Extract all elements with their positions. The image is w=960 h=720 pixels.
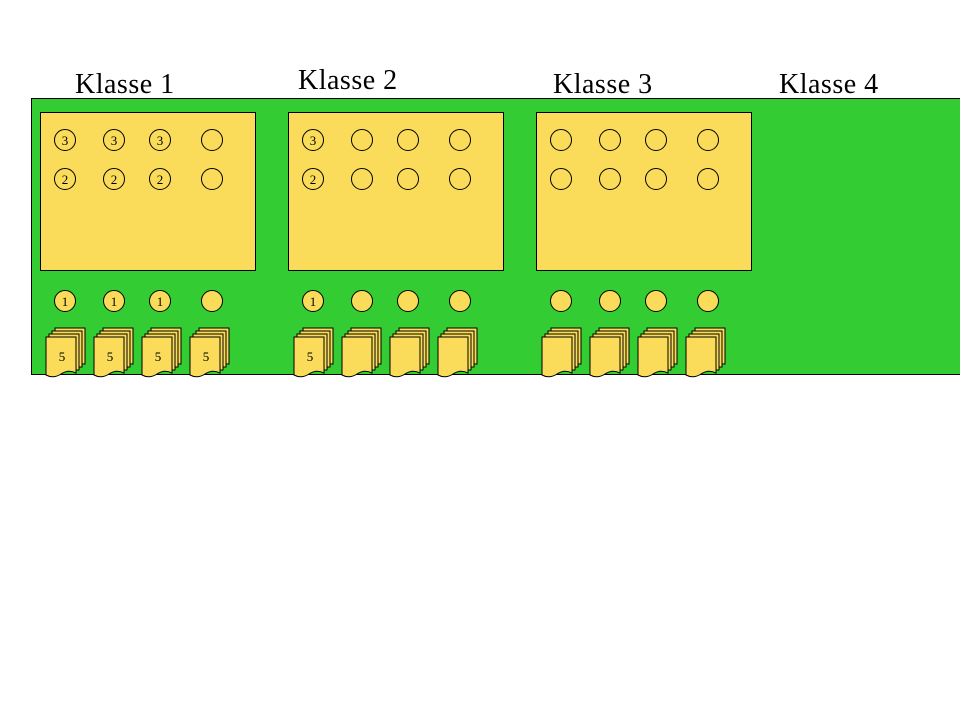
panel-circle [697, 129, 719, 151]
card-stack-icon [141, 327, 182, 378]
token-circle [645, 290, 667, 312]
panel-circle [397, 129, 419, 151]
token-circle: 1 [302, 290, 324, 312]
token-circle: 1 [54, 290, 76, 312]
card-stack [437, 327, 478, 378]
card-stack [637, 327, 678, 378]
panel-circle [449, 168, 471, 190]
front-card [541, 336, 573, 378]
column-title-1: Klasse 1 [75, 69, 175, 100]
card-stack-icon [93, 327, 134, 378]
panel-circle [645, 168, 667, 190]
card-stack-icon [437, 327, 478, 378]
panel-circle: 3 [149, 129, 171, 151]
token-circle [449, 290, 471, 312]
panel-circle [599, 129, 621, 151]
panel-circle [599, 168, 621, 190]
token-circle: 1 [103, 290, 125, 312]
card-stack [389, 327, 430, 378]
panel-circle [201, 129, 223, 151]
panel-circle [201, 168, 223, 190]
front-card [45, 336, 77, 378]
card-stack [341, 327, 382, 378]
panel-circle [550, 129, 572, 151]
column-title-4: Klasse 4 [779, 69, 879, 100]
front-card [637, 336, 669, 378]
card-stack: 5 [45, 327, 86, 378]
card-stack-icon [389, 327, 430, 378]
card-stack-label: 5 [306, 349, 314, 364]
panel-circle [645, 129, 667, 151]
card-stack-icon [541, 327, 582, 378]
card-stack [685, 327, 726, 378]
front-card [93, 336, 125, 378]
card-stack-label: 5 [154, 349, 162, 364]
front-card [389, 336, 421, 378]
card-stack [541, 327, 582, 378]
card-stack-label: 5 [202, 349, 210, 364]
front-card [189, 336, 221, 378]
card-stack-icon [189, 327, 230, 378]
panel-circle [550, 168, 572, 190]
card-stack-icon [589, 327, 630, 378]
token-circle [550, 290, 572, 312]
card-stack-label: 5 [58, 349, 66, 364]
front-card [141, 336, 173, 378]
card-stack [589, 327, 630, 378]
front-card [685, 336, 717, 378]
card-stack-icon [293, 327, 334, 378]
card-stack-icon [341, 327, 382, 378]
panel-circle: 2 [103, 168, 125, 190]
card-stack: 5 [189, 327, 230, 378]
card-stack-label: 5 [106, 349, 114, 364]
panel-circle [449, 129, 471, 151]
panel-circle [697, 168, 719, 190]
card-stack-icon [45, 327, 86, 378]
column-title-3: Klasse 3 [553, 69, 653, 100]
panel-circle: 2 [302, 168, 324, 190]
token-circle [697, 290, 719, 312]
column-title-2: Klasse 2 [298, 65, 398, 96]
token-circle [599, 290, 621, 312]
panel-circle [397, 168, 419, 190]
front-card [437, 336, 469, 378]
card-stack-icon [685, 327, 726, 378]
panel-circle: 3 [302, 129, 324, 151]
panel-circle [351, 168, 373, 190]
front-card [341, 336, 373, 378]
card-stack-icon [637, 327, 678, 378]
card-stack: 5 [141, 327, 182, 378]
token-circle [397, 290, 419, 312]
panel-circle: 3 [103, 129, 125, 151]
panel-circle [351, 129, 373, 151]
panel-circle: 2 [54, 168, 76, 190]
front-card [589, 336, 621, 378]
card-stack: 5 [93, 327, 134, 378]
card-stack: 5 [293, 327, 334, 378]
token-circle [201, 290, 223, 312]
token-circle [351, 290, 373, 312]
panel-circle: 3 [54, 129, 76, 151]
panel-circle: 2 [149, 168, 171, 190]
token-circle: 1 [149, 290, 171, 312]
front-card [293, 336, 325, 378]
